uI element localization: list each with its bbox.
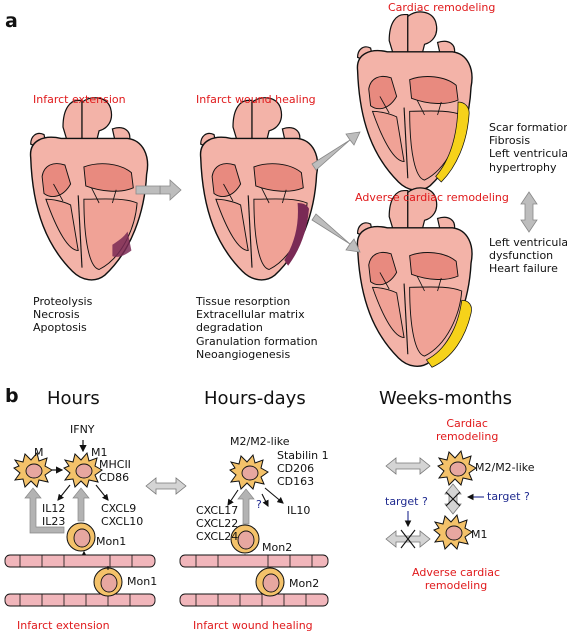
label-target-left: target ? <box>385 495 428 508</box>
arrow-healing-to-remodeling <box>311 131 361 171</box>
heading-cardiac-remodeling: Cardiac remodeling <box>388 1 496 14</box>
inhibit-cross-bottom <box>400 529 416 549</box>
monocyte-mon2-vessel <box>255 567 285 597</box>
label-weeks-m1: M1 <box>471 528 488 541</box>
arrow-extension-to-healing <box>135 179 182 201</box>
column-hours-days: Hours-days <box>204 388 306 409</box>
gray-arrow-mon2-to-m2 <box>237 488 255 525</box>
heading-infarct-extension: Infarct extension <box>33 93 126 106</box>
column-hours: Hours <box>47 388 100 409</box>
column-weeks-months: Weeks-months <box>379 388 512 409</box>
label-m1: M1 <box>91 446 108 459</box>
label-il10: IL10 <box>287 504 311 517</box>
label-weeks-cardiac-remodeling: Cardiac remodeling <box>436 417 499 444</box>
label-mon2-vessel: Mon2 <box>289 577 320 590</box>
label-target-right: target ? <box>487 490 530 503</box>
label-weeks-adverse: Adverse cardiac remodeling <box>412 566 501 593</box>
double-arrow-remodeling-adverse <box>520 191 538 233</box>
vessel-hours-days <box>179 554 329 607</box>
heading-wound-healing: Infarct wound healing <box>196 93 316 106</box>
label-hours-right-cytokines: CXCL9 CXCL10 <box>101 502 144 529</box>
monocyte-mon1 <box>66 522 96 552</box>
label-m2: M2/M2-like <box>230 435 290 448</box>
heading-adverse-remodeling: Adverse cardiac remodeling <box>355 191 509 204</box>
label-ifny: IFNY <box>70 423 95 436</box>
label-hours-left-cytokines: IL12 IL23 <box>42 502 66 529</box>
label-mon2: Mon2 <box>262 541 293 554</box>
double-arrow-weeks-top <box>385 457 431 475</box>
footer-infarct-extension: Infarct extension <box>17 619 110 632</box>
gray-arrow-mon1-to-m <box>24 487 65 534</box>
label-weeks-m2: M2/M2-like <box>475 461 535 474</box>
arrow-healing-to-adverse <box>311 213 361 253</box>
label-question: ? <box>256 498 262 511</box>
macrophage-m1-weeks <box>433 514 473 550</box>
heart-infarct-extension <box>29 97 149 281</box>
label-hoursdays-markers: Stabilin 1 CD206 CD163 <box>277 449 329 489</box>
heart-wound-healing <box>199 97 319 281</box>
heart-adverse-remodeling <box>356 187 473 368</box>
label-m: M <box>34 446 44 459</box>
macrophage-m <box>13 452 53 488</box>
monocyte-mon1-vessel <box>93 567 123 597</box>
double-arrow-hours-hoursdays <box>145 477 187 495</box>
label-mon1-vessel: Mon1 <box>127 575 158 588</box>
list-remodeling: Scar formation Fibrosis Left ventricular… <box>489 121 567 174</box>
list-extension: Proteolysis Necrosis Apoptosis <box>33 295 93 335</box>
panel-a-letter: a <box>5 10 18 32</box>
heart-cardiac-remodeling <box>356 11 473 191</box>
label-hours-markers: MHCII CD86 <box>99 458 131 485</box>
gray-arrow-mon1-to-m1 <box>72 487 90 522</box>
label-mon1: Mon1 <box>96 535 127 548</box>
panel-b-letter: b <box>5 385 19 407</box>
label-hoursdays-cytokines: CXCL17 CXCL22 CXCL24 <box>196 504 239 544</box>
footer-wound-healing: Infarct wound healing <box>193 619 313 632</box>
macrophage-m2 <box>229 454 269 490</box>
inhibit-cross-vertical <box>445 491 461 507</box>
vessel-hours <box>4 554 156 607</box>
macrophage-m2-weeks <box>437 450 477 486</box>
list-adverse: Left ventricular dysfunction Heart failu… <box>489 236 567 276</box>
list-healing: Tissue resorption Extracellular matrix d… <box>196 295 318 361</box>
